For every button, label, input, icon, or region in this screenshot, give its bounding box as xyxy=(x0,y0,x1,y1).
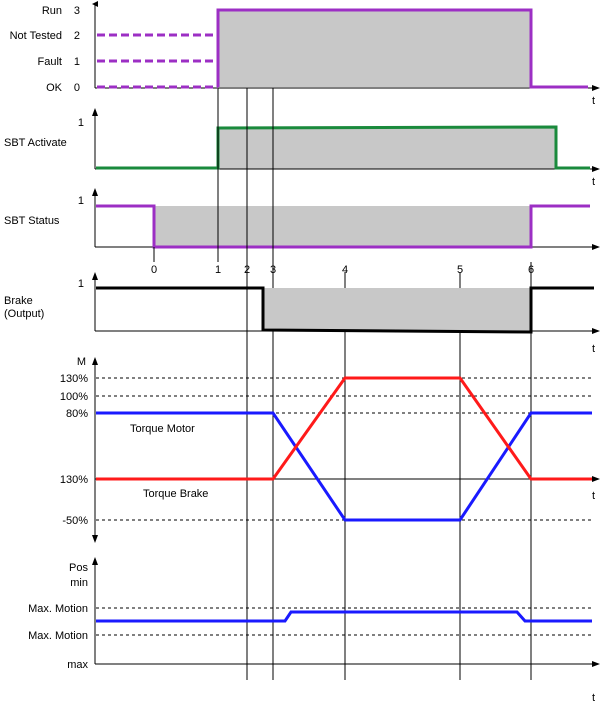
torque-y-axis-bottom-arrow xyxy=(92,535,98,543)
brake-time-label: t xyxy=(592,343,595,355)
brake-time-axis-arrow xyxy=(592,328,600,334)
position-tick-max: max xyxy=(67,659,88,671)
status-y-axis-arrow xyxy=(92,188,98,196)
position-panel: Pos min Max. Motion Max. Motion max xyxy=(28,557,600,671)
state-level-fault-value: 1 xyxy=(74,56,80,68)
position-tick-max-motion-upper: Max. Motion xyxy=(28,603,88,615)
torque-motor-series-label: Torque Motor xyxy=(130,423,195,435)
state-time-axis-arrow xyxy=(592,85,600,91)
activate-level-label: 1 xyxy=(78,117,84,129)
brake-panel: Brake (Output) 1 t xyxy=(4,272,600,355)
state-time-label: t xyxy=(592,95,595,107)
event-label-3: 3 xyxy=(270,264,276,276)
position-axis-label-line2: min xyxy=(70,577,88,589)
event-label-5: 5 xyxy=(457,264,463,276)
torque-brake-line xyxy=(96,376,592,481)
torque-tick-130-bottom: 130% xyxy=(60,474,88,486)
position-tick-max-motion-lower: Max. Motion xyxy=(28,630,88,642)
activate-label: SBT Activate xyxy=(4,137,67,149)
torque-tick-100: 100% xyxy=(60,391,88,403)
status-signal-line xyxy=(96,204,590,249)
state-active-shading xyxy=(218,10,531,87)
state-level-not-tested-value: 2 xyxy=(74,30,80,42)
event-label-0: 0 xyxy=(151,264,157,276)
torque-motor-line xyxy=(96,411,592,522)
state-level-ok-name: OK xyxy=(46,82,63,94)
brake-y-axis-arrow xyxy=(92,272,98,280)
state-level-run-name: Run xyxy=(42,5,62,17)
activate-signal-line xyxy=(96,125,590,170)
torque-tick-80: 80% xyxy=(66,408,88,420)
event-label-2: 2 xyxy=(244,264,250,276)
brake-level-label: 1 xyxy=(78,278,84,290)
state-level-fault-name: Fault xyxy=(38,56,62,68)
torque-panel: M 130% 100% 80% 130% -50% Torque Motor T… xyxy=(60,356,600,543)
position-y-axis-arrow xyxy=(92,557,98,565)
torque-time-label: t xyxy=(592,490,595,502)
bottom-time-label: t xyxy=(592,692,595,704)
event-label-4: 4 xyxy=(342,264,348,276)
event-label-6: 6 xyxy=(528,264,534,276)
torque-tick-neg50: -50% xyxy=(62,515,88,527)
brake-label-line2: (Output) xyxy=(4,308,44,320)
position-axis-label-line1: Pos xyxy=(69,562,88,574)
state-level-ok-value: 0 xyxy=(74,82,80,94)
brake-signal-line xyxy=(96,286,594,334)
torque-y-axis-top-arrow xyxy=(92,357,98,365)
status-label: SBT Status xyxy=(4,215,60,227)
activate-panel: SBT Activate 1 t xyxy=(4,108,600,188)
brake-label-line1: Brake xyxy=(4,295,33,307)
status-level-label: 1 xyxy=(78,195,84,207)
position-time-axis-arrow xyxy=(592,661,600,667)
activate-time-axis-arrow xyxy=(592,166,600,172)
torque-tick-130-top: 130% xyxy=(60,373,88,385)
status-shading xyxy=(155,206,531,247)
torque-axis-label: M xyxy=(77,356,86,368)
state-level-not-tested-name: Not Tested xyxy=(10,30,62,42)
event-label-1: 1 xyxy=(215,264,221,276)
torque-zero-axis-arrow xyxy=(592,476,600,482)
state-signal-line xyxy=(216,8,588,89)
activate-time-label: t xyxy=(592,176,595,188)
status-panel: SBT Status 1 xyxy=(4,188,600,250)
activate-shading xyxy=(218,128,555,169)
state-level-run-value: 3 xyxy=(74,5,80,17)
state-panel: Run 3 Not Tested 2 Fault 1 OK 0 t xyxy=(10,1,600,107)
event-markers: 0 1 2 3 4 5 6 xyxy=(151,88,534,680)
position-line xyxy=(96,610,592,623)
activate-y-axis-arrow xyxy=(92,108,98,116)
status-time-axis-arrow xyxy=(592,244,600,250)
torque-brake-series-label: Torque Brake xyxy=(143,488,208,500)
brake-shading xyxy=(263,288,531,331)
